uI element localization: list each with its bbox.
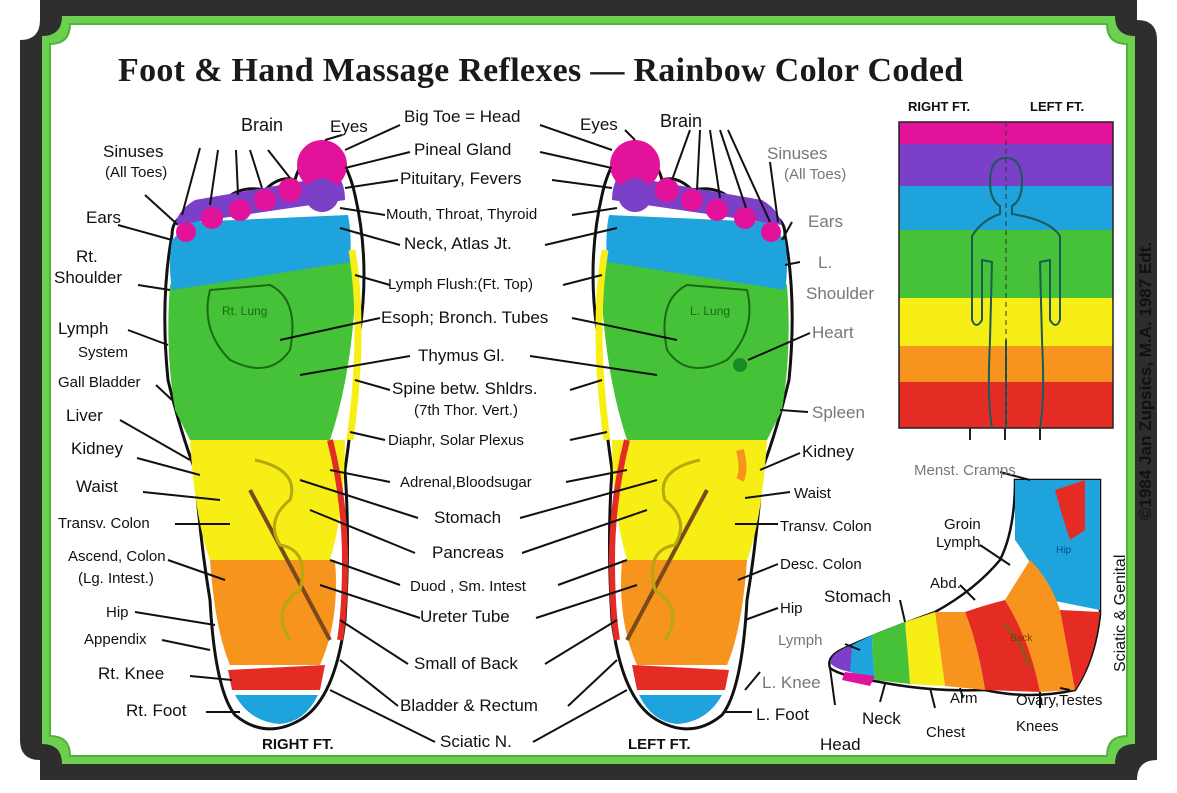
rf-kidney: Kidney <box>71 440 123 458</box>
rf-hip: Hip <box>106 604 129 622</box>
label-thymus: Thymus Gl. <box>418 347 505 365</box>
rf-lymph-1: Lymph <box>58 320 108 338</box>
sf-arm: Arm <box>950 690 978 708</box>
rf-knee: Rt. Knee <box>98 665 164 683</box>
lf-brain: Brain <box>660 112 702 130</box>
label-big-toe-head: Big Toe = Head <box>404 108 520 126</box>
label-pituitary-fevers: Pituitary, Fevers <box>400 170 522 188</box>
lf-ears: Ears <box>808 213 843 231</box>
rf-brain: Brain <box>241 116 283 134</box>
rf-sinuses: Sinuses <box>103 143 163 161</box>
label-pineal-gland: Pineal Gland <box>414 141 511 159</box>
rf-shoulder-2: Shoulder <box>54 269 122 287</box>
copyright-notice: ©1984 Jan Zupsics, M.A. 1987 Edt. <box>1136 242 1156 520</box>
right-lung-label: Rt. Lung <box>222 304 267 318</box>
rf-waist: Waist <box>76 478 118 496</box>
rf-eyes: Eyes <box>330 118 368 136</box>
label-neck-atlas: Neck, Atlas Jt. <box>404 235 512 253</box>
lf-foot: L. Foot <box>756 706 809 724</box>
sf-groin: Groin <box>944 516 981 534</box>
label-mouth-throat-thyroid: Mouth, Throat, Thyroid <box>386 206 537 224</box>
rf-appendix: Appendix <box>84 631 147 649</box>
rf-lg-intest: (Lg. Intest.) <box>78 570 154 588</box>
rf-shoulder-1: Rt. <box>76 248 98 266</box>
rainbow-chart <box>899 122 1113 440</box>
label-stomach-center: Stomach <box>434 509 501 527</box>
label-small-of-back: Small of Back <box>414 655 518 673</box>
left-lung-label: L. Lung <box>690 304 730 318</box>
lf-kidney: Kidney <box>802 443 854 461</box>
rf-ascend-colon: Ascend, Colon <box>68 548 166 566</box>
chart-left-caption: LEFT FT. <box>1030 98 1084 116</box>
right-foot-caption: RIGHT FT. <box>262 736 334 754</box>
rf-lymph-2: System <box>78 344 128 362</box>
lf-sinuses: Sinuses <box>767 145 827 163</box>
sf-knees: Knees <box>1016 718 1059 736</box>
page-title: Foot & Hand Massage Reflexes — Rainbow C… <box>0 52 1177 90</box>
sf-hip: Hip <box>1056 542 1071 560</box>
sf-abd: Abd. <box>930 575 961 593</box>
label-spine-betw-shldrs: Spine betw. Shldrs. <box>392 380 538 398</box>
label-lymph-flush: Lymph Flush:(Ft. Top) <box>388 276 533 294</box>
lf-lymph: Lymph <box>778 632 822 650</box>
label-esoph-bronch: Esoph; Bronch. Tubes <box>381 309 548 327</box>
label-duod-sm-intest: Duod , Sm. Intest <box>410 578 526 596</box>
rf-all-toes: (All Toes) <box>105 164 167 182</box>
chart-right-caption: RIGHT FT. <box>908 98 970 116</box>
lf-knee: L. Knee <box>762 674 821 692</box>
sf-sciatic-genital: Sciatic & Genital <box>1112 555 1130 672</box>
label-adrenal-bloodsugar: Adrenal,Bloodsugar <box>400 474 532 492</box>
label-7th-thor-vert: (7th Thor. Vert.) <box>414 402 518 420</box>
rf-ears: Ears <box>86 209 121 227</box>
lf-desc-colon: Desc. Colon <box>780 556 862 574</box>
rf-transv-colon: Transv. Colon <box>58 515 150 533</box>
sf-back: Back <box>1010 630 1032 648</box>
sf-neck: Neck <box>862 710 901 728</box>
sf-stomach: Stomach <box>824 588 891 606</box>
label-bladder-rectum: Bladder & Rectum <box>400 697 538 715</box>
lf-waist: Waist <box>794 485 831 503</box>
rf-liver: Liver <box>66 407 103 425</box>
sf-groin-lymph: Lymph <box>936 534 980 552</box>
sf-chest: Chest <box>926 724 965 742</box>
sf-menst-cramps: Menst. Cramps <box>914 462 1016 480</box>
lf-shoulder-1: L. <box>818 254 832 272</box>
lf-shoulder-2: Shoulder <box>806 285 874 303</box>
label-pancreas: Pancreas <box>432 544 504 562</box>
label-diaphr-solar-plexus: Diaphr, Solar Plexus <box>388 432 524 450</box>
label-ureter-tube: Ureter Tube <box>420 608 510 626</box>
label-sciatic-n: Sciatic N. <box>440 733 512 751</box>
left-foot-caption: LEFT FT. <box>628 736 691 754</box>
lf-heart: Heart <box>812 324 854 342</box>
sf-head: Head <box>820 736 861 754</box>
sf-ovary-testes: Ovary,Testes <box>1016 692 1102 710</box>
lf-hip: Hip <box>780 600 803 618</box>
rf-gall-bladder: Gall Bladder <box>58 374 141 392</box>
rf-foot: Rt. Foot <box>126 702 186 720</box>
lf-eyes: Eyes <box>580 116 618 134</box>
lf-all-toes: (All Toes) <box>784 166 846 184</box>
lf-spleen: Spleen <box>812 404 865 422</box>
lf-transv-colon: Transv. Colon <box>780 518 872 536</box>
